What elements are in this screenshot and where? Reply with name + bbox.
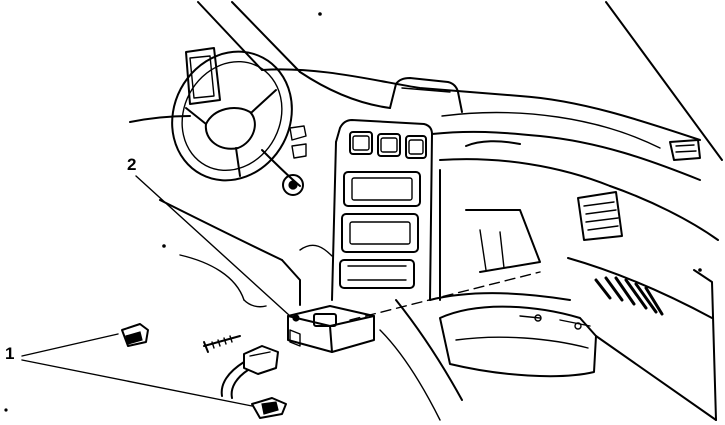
seat (429, 269, 717, 421)
center-stack (331, 119, 433, 301)
steering-wheel (171, 50, 293, 182)
callout-label-module: 2 (127, 155, 137, 174)
fastener-lower (251, 397, 287, 419)
steering-column (261, 125, 307, 196)
callout-label-fasteners: 1 (5, 344, 15, 363)
floor-lines (379, 299, 463, 421)
mounting-screw (203, 335, 241, 353)
install-guide-line (349, 271, 541, 321)
connector-harness (220, 345, 279, 399)
print-specks (4, 12, 702, 412)
left-lower-dash (159, 199, 333, 308)
fastener-upper (121, 323, 149, 347)
side-mirror (185, 47, 221, 105)
instrument-hood (389, 77, 463, 113)
air-vent-corner (669, 139, 701, 161)
kick-panel-vents (594, 276, 664, 316)
leader-lines (21, 175, 291, 407)
right-dash (431, 130, 719, 319)
windshield-frame (197, 1, 723, 161)
air-vent-right (577, 191, 623, 241)
control-module (287, 305, 375, 353)
dashboard-top (129, 68, 701, 149)
